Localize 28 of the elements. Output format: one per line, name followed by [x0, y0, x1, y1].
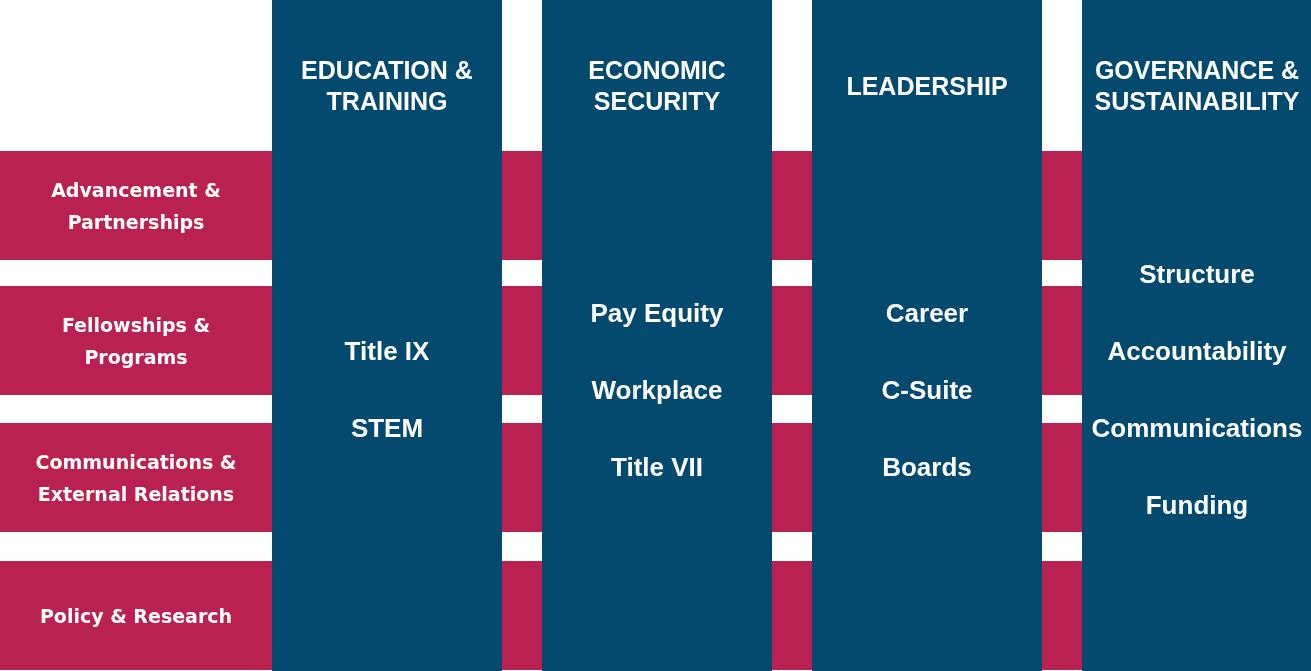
column-panel — [812, 0, 1042, 671]
row-band — [0, 286, 272, 395]
topic-text: Career — [885, 296, 969, 330]
topic-text: Title IX — [344, 335, 430, 368]
row-label: Fellowships & Programs — [60, 312, 212, 370]
topic-text: Communications — [1091, 412, 1303, 445]
topic-text: C-Suite — [881, 373, 973, 407]
column-panel — [1082, 0, 1311, 671]
row-label: Policy & Research — [39, 603, 233, 629]
column-panel — [272, 0, 502, 671]
row-label: Communications & External Relations — [34, 449, 238, 507]
row-band — [0, 151, 272, 260]
topic-text: Funding — [1145, 489, 1249, 522]
row-label: Advancement & Partnerships — [50, 177, 222, 235]
row-band — [0, 423, 272, 532]
topic-text: Structure — [1139, 258, 1255, 291]
column-panel — [542, 0, 772, 671]
topic-text: Title VII — [611, 450, 703, 484]
column-heading: ECONOMIC SECURITY — [587, 55, 727, 117]
topic-text: Workplace — [591, 373, 723, 407]
topic-text: Pay Equity — [590, 296, 724, 330]
row-band — [0, 561, 272, 670]
topic-text: Accountability — [1107, 335, 1287, 368]
column-heading: GOVERNANCE & SUSTAINABILITY — [1093, 55, 1301, 117]
topic-text: Boards — [882, 450, 972, 484]
column-heading: LEADERSHIP — [846, 70, 1008, 102]
topic-text: STEM — [350, 412, 424, 445]
column-heading: EDUCATION & TRAINING — [300, 55, 474, 117]
